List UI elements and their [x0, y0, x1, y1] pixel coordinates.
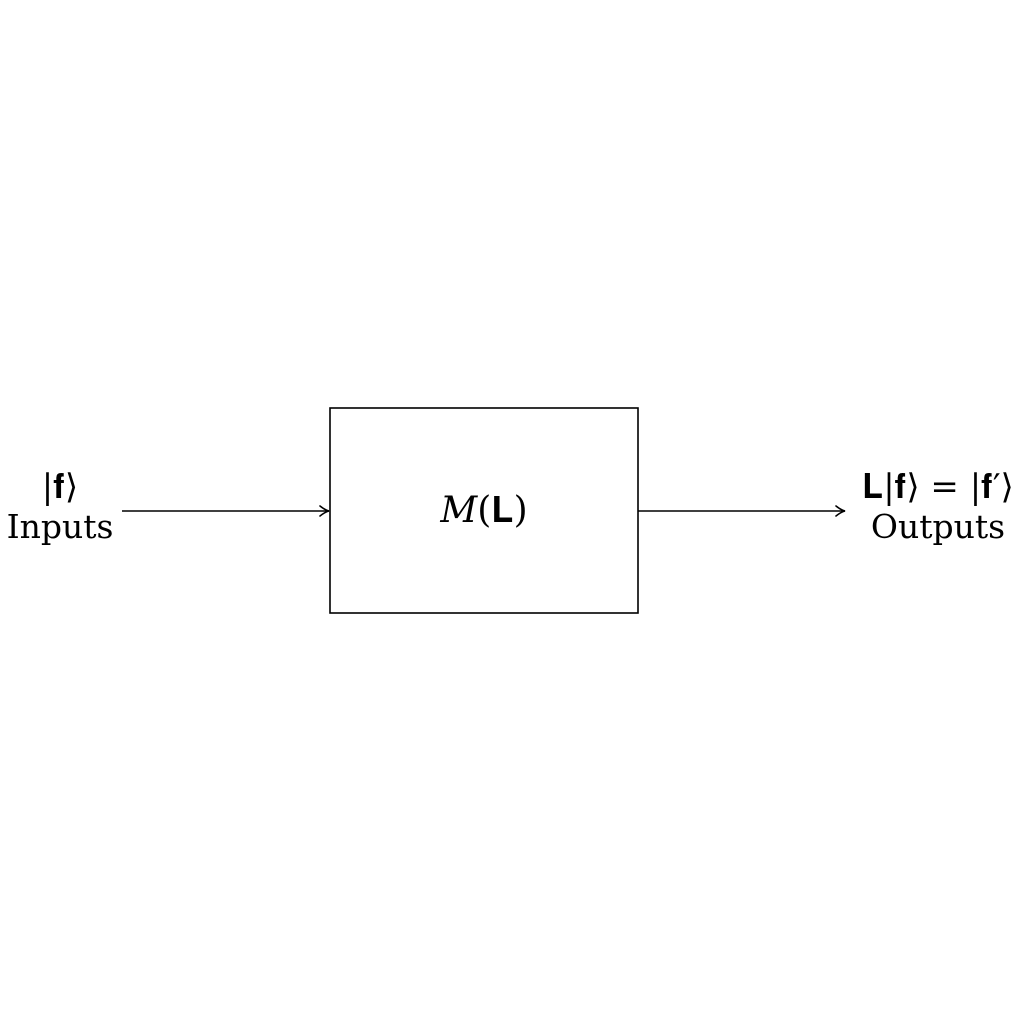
system-block-label: 𝑀(𝐋)	[440, 489, 528, 531]
outputs-label: Outputs	[870, 507, 1006, 546]
output-equation: 𝐋|𝐟⟩ = |𝐟′⟩	[862, 467, 1014, 507]
input-label-group: |𝐟⟩ Inputs	[0, 470, 120, 543]
input-ket: |𝐟⟩	[41, 467, 79, 507]
inputs-label: Inputs	[6, 507, 114, 546]
output-label-group: 𝐋|𝐟⟩ = |𝐟′⟩ Outputs	[852, 470, 1024, 543]
